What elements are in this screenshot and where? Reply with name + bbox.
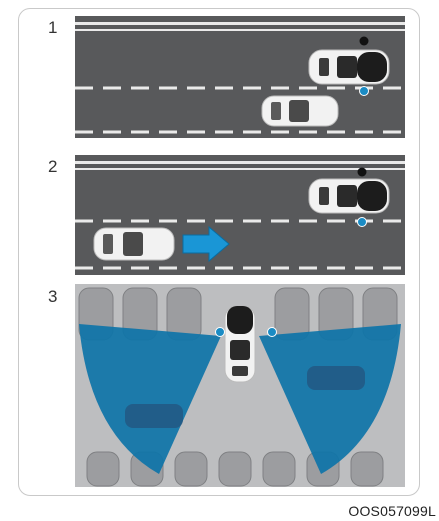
subject-car <box>309 179 389 213</box>
subject-car <box>309 50 389 84</box>
passing-car <box>262 96 338 126</box>
panel-parking-lot <box>75 284 405 487</box>
step-label-1: 1 <box>48 18 57 38</box>
sensor-dot-icon <box>358 218 367 227</box>
step-label-2: 2 <box>48 157 57 177</box>
panel-highway-1 <box>75 16 405 138</box>
sensor-dot-icon <box>360 37 369 46</box>
sensor-dot-icon <box>216 328 225 337</box>
step-label-3: 3 <box>48 287 57 307</box>
figure-caption: OOS057099L <box>348 503 436 519</box>
sensor-dot-icon <box>358 168 367 177</box>
sensor-dot-icon <box>360 87 369 96</box>
sensor-dot-icon <box>268 328 277 337</box>
subject-car <box>225 306 255 382</box>
approaching-car <box>94 228 174 260</box>
panel-highway-2 <box>75 155 405 275</box>
